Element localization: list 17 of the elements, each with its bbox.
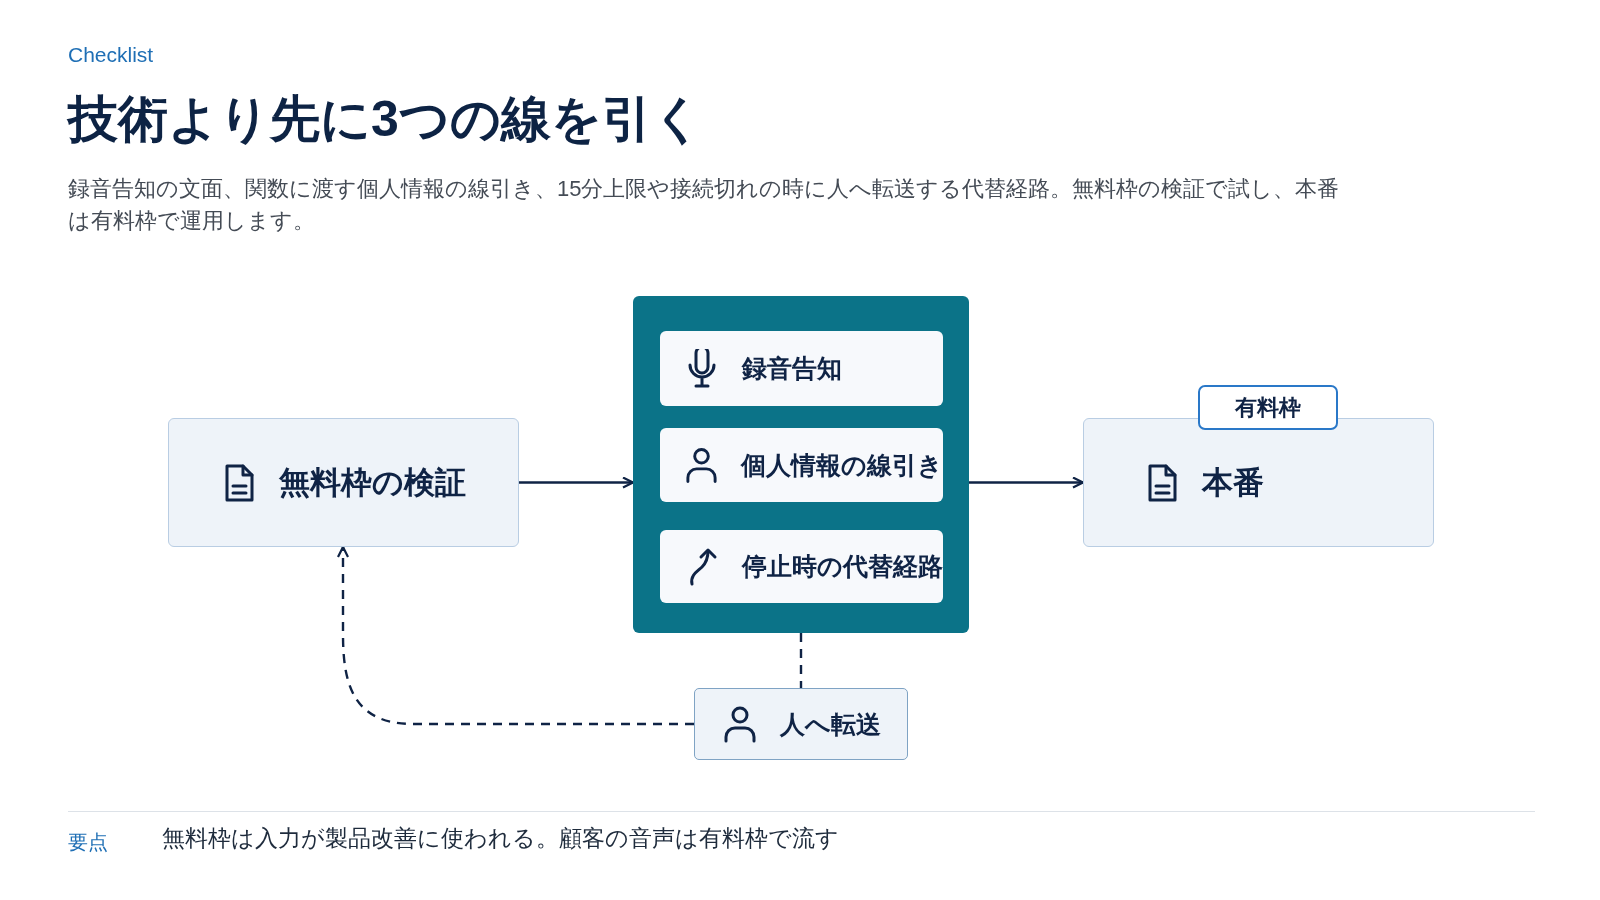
step-box: 録音告知	[660, 331, 943, 406]
key-point-text: 無料枠は入力が製品改善に使われる。顧客の音声は有料枠で流す	[162, 825, 839, 853]
arrow	[969, 476, 1085, 489]
description-text: 録音告知の文面、関数に渡す個人情報の線引き、15分上限や接続切れの時に人へ転送する代替経路。無料枠の検証で試し、本番は有料枠で運用します。	[68, 175, 1341, 235]
process-box: 本番	[1083, 418, 1434, 547]
title: 技術より先に3つの線を引く	[68, 90, 703, 149]
step-box: 個人情報の線引き	[660, 428, 943, 502]
tag-label: 有料枠	[1198, 385, 1338, 430]
group-panel	[633, 296, 969, 633]
step-box: 停止時の代替経路	[660, 530, 943, 603]
process-box: 無料枠の検証	[168, 418, 519, 547]
process-box: 人へ転送	[694, 688, 908, 760]
connector-line	[799, 633, 803, 688]
eyebrow-text: Checklist	[68, 42, 154, 68]
key-point-heading: 要点	[68, 830, 108, 854]
arrow	[519, 476, 635, 489]
arrow	[336, 545, 694, 726]
